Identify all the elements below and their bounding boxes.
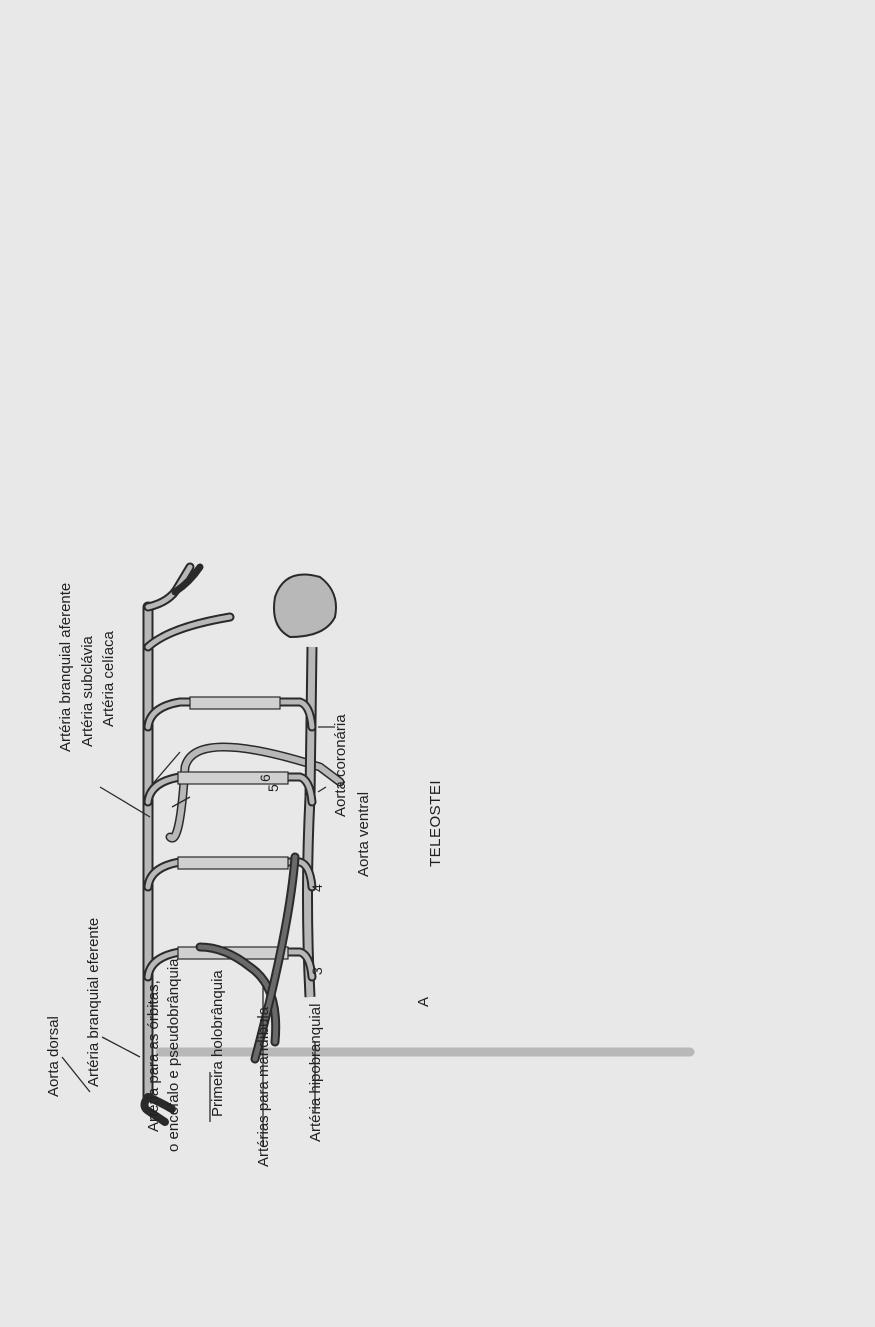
label-a-subclavia: Artéria subclávia [79, 635, 96, 747]
label-a-mandibula: Artérias para mandíbula [255, 1006, 272, 1167]
label-a-branquial-eferente: Artéria branquial eferente [85, 918, 102, 1087]
letter-a: A [415, 996, 432, 1007]
label-a-orbitas-2: o encéfalo e pseudobrânquia [165, 958, 182, 1152]
label-a-ventral: Aorta ventral [355, 792, 372, 877]
label-a-coronaria: Aorta coronária [332, 714, 349, 817]
label-a-hipobranquial: Artéria hipobranquial [307, 1004, 324, 1142]
label-a-primeira-holobranquia: Primeira holobrânquia [209, 970, 226, 1117]
arch-num-a-4: 4 [309, 884, 325, 892]
panel-a-labels: Aorta dorsal Artéria branquial eferente … [45, 583, 444, 1167]
label-a-orbitas-1: Artéria para as órbitas, [145, 980, 162, 1132]
title-a: TELEOSTEI [427, 780, 444, 867]
label-a-aorta-dorsal: Aorta dorsal [45, 1016, 62, 1097]
arch-num-a-5: 5 [265, 784, 281, 792]
label-a-celiaca: Artéria celíaca [100, 630, 117, 727]
label-a-branquial-aferente: Artéria branquial aferente [57, 583, 74, 752]
arch-num-a-6: 6 [257, 774, 273, 782]
teleost-heart [274, 575, 336, 638]
arch-num-a-3: 3 [309, 967, 325, 975]
